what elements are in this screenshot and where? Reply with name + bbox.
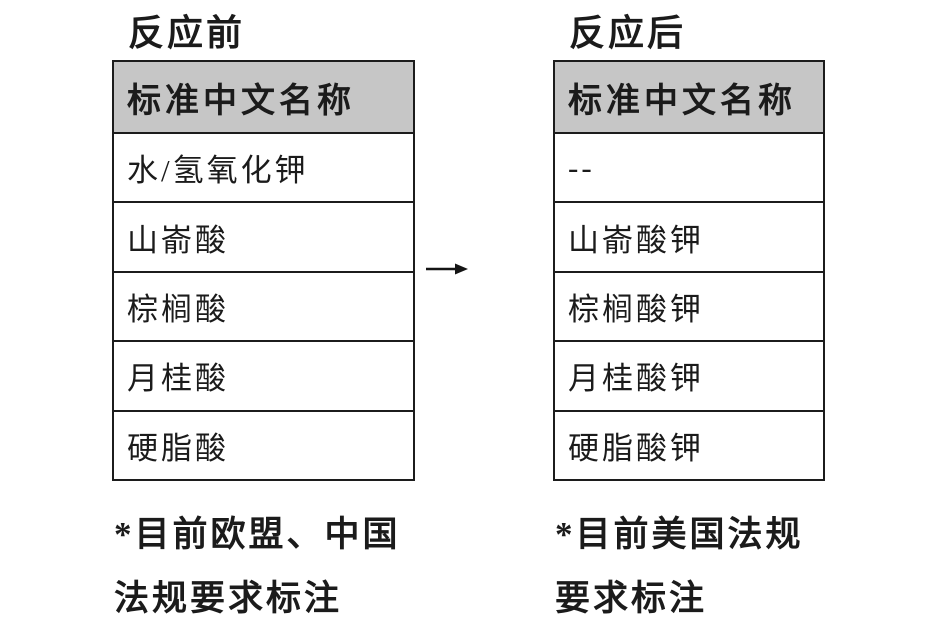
after-names-table: 标准中文名称 -- 山嵛酸钾 棕榈酸钾 月桂酸钾 硬脂酸钾 — [553, 60, 825, 481]
before-table-header-cell: 标准中文名称 — [114, 62, 413, 132]
after-footnote-line-2: 要求标注 — [555, 579, 708, 618]
table-row: 月桂酸 — [114, 340, 413, 409]
table-row: 棕榈酸钾 — [555, 270, 823, 340]
right-arrow-icon — [424, 257, 470, 281]
after-reaction-panel: 反应后 标准中文名称 -- 山嵛酸钾 棕榈酸钾 月桂酸钾 硬脂酸钾 *目前美国法… — [553, 0, 825, 635]
table-row: 硬脂酸 — [114, 409, 413, 479]
table-row: 水/氢氧化钾 — [114, 132, 413, 201]
after-table-header-cell: 标准中文名称 — [555, 62, 823, 132]
before-names-table: 标准中文名称 水/氢氧化钾 山嵛酸 棕榈酸 月桂酸 硬脂酸 — [112, 60, 415, 481]
table-row: 山嵛酸 — [114, 201, 413, 270]
before-footnote-line-2: 法规要求标注 — [114, 579, 343, 618]
before-footnote-line-1: *目前欧盟、中国 — [114, 515, 401, 554]
before-reaction-panel: 反应前 标准中文名称 水/氢氧化钾 山嵛酸 棕榈酸 月桂酸 硬脂酸 *目前欧盟、… — [112, 0, 415, 635]
table-row: 硬脂酸钾 — [555, 409, 823, 479]
table-row: 月桂酸钾 — [555, 340, 823, 409]
after-footnote-line-1: *目前美国法规 — [555, 515, 804, 554]
before-panel-title: 反应前 — [128, 13, 246, 53]
table-row: 棕榈酸 — [114, 270, 413, 340]
after-panel-title: 反应后 — [569, 13, 687, 53]
table-row: -- — [555, 132, 823, 201]
table-row: 山嵛酸钾 — [555, 201, 823, 270]
